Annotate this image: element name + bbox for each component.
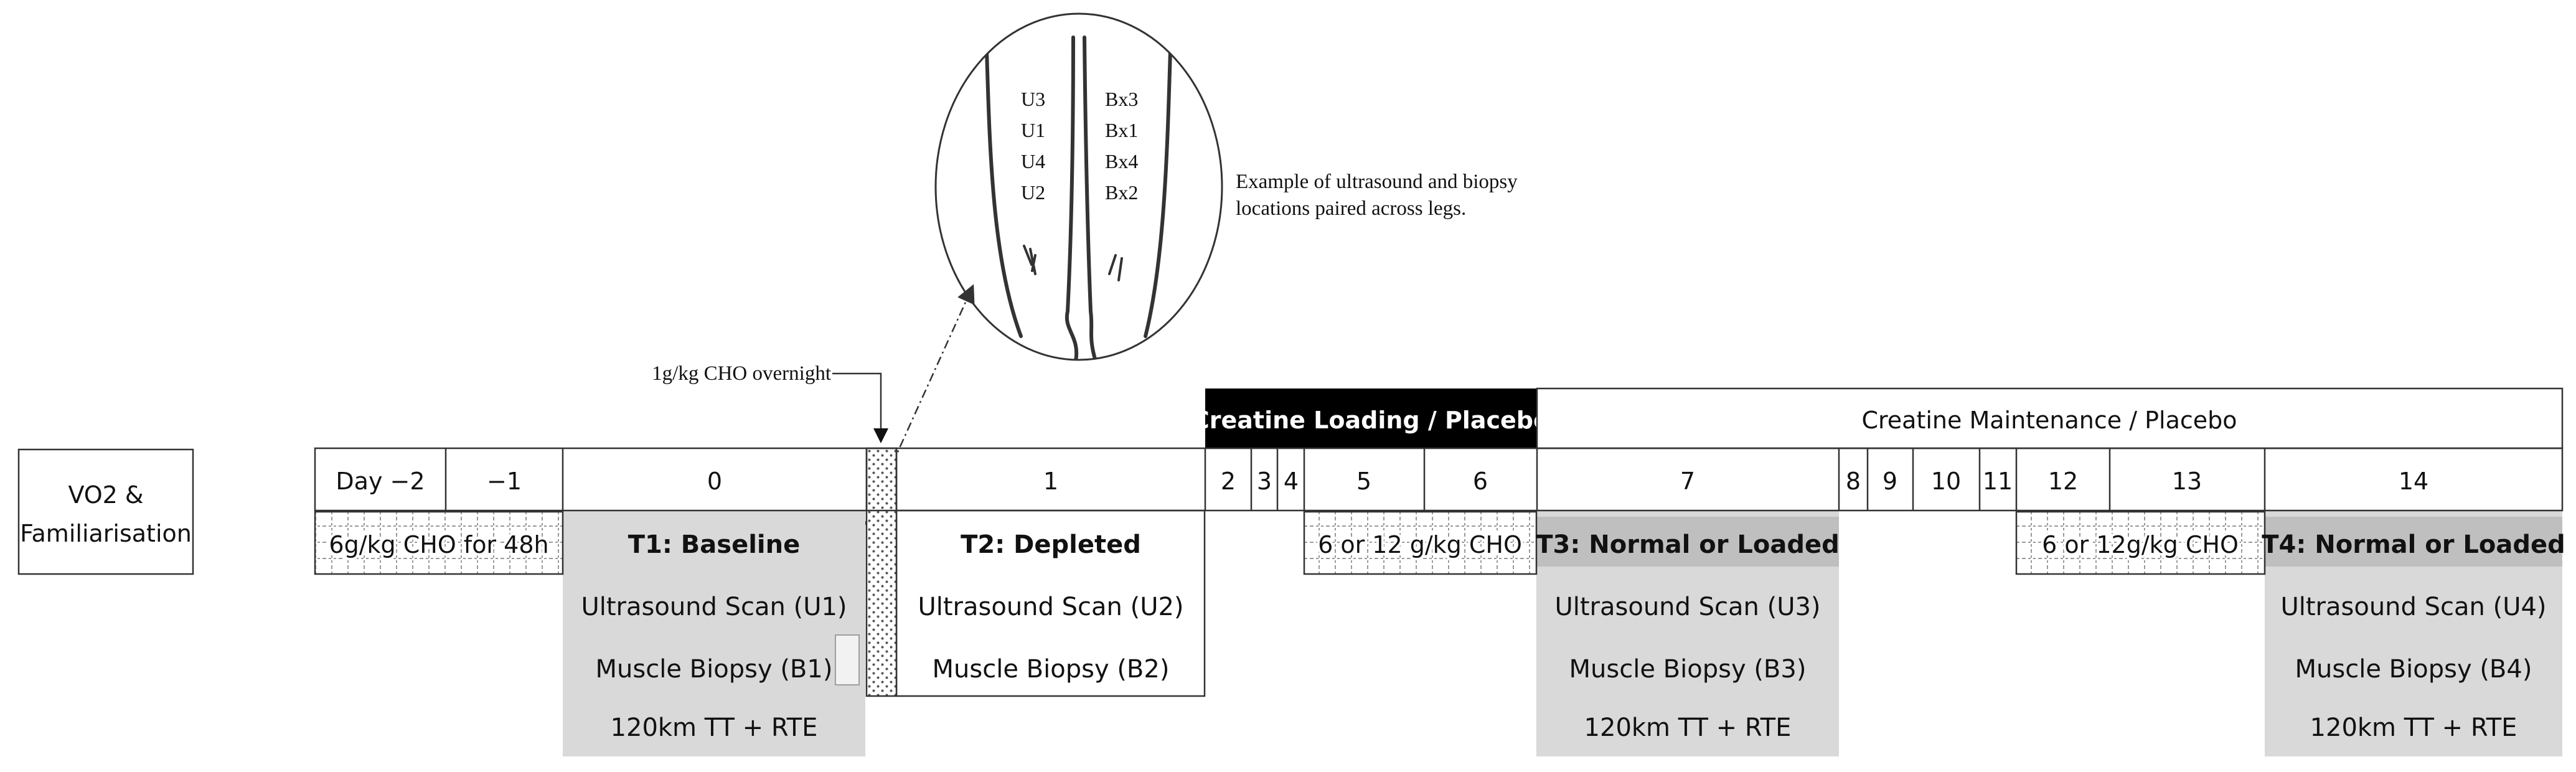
day-label: 0	[707, 468, 722, 495]
trial-1-exercise: 120km TT + RTE	[611, 713, 818, 742]
overnight-arrow	[832, 372, 882, 430]
day-label: 14	[2399, 468, 2428, 495]
trial-3-exercise: 120km TT + RTE	[1584, 713, 1792, 742]
leg-label-right-2: Bx1	[1105, 119, 1138, 141]
overnight-column	[865, 447, 898, 697]
phase-loading-box	[1205, 388, 1537, 448]
trial-3-scan: Ultrasound Scan (U3)	[1554, 593, 1820, 621]
trial-3-title: T3: Normal or Loaded	[1536, 530, 1840, 559]
leg-label-left-3: U4	[1021, 150, 1045, 172]
trial-3-title-shade	[1536, 517, 1839, 567]
day-label: 9	[1883, 468, 1897, 495]
trial-4-exercise: 120km TT + RTE	[2310, 713, 2517, 742]
trial-2-box	[895, 509, 1206, 697]
trial-4-scan: Ultrasound Scan (U4)	[2280, 593, 2546, 621]
locations-note-line2: locations paired across legs.	[1236, 197, 1466, 220]
leg-label-left-1: U3	[1021, 88, 1045, 110]
trial-4-title: T4: Normal or Loaded	[2262, 530, 2565, 559]
locations-note-line1: Example of ultrasound and biopsy	[1236, 171, 1518, 193]
overnight-label: 1g/kg CHO overnight	[652, 362, 831, 385]
leg-label-right-3: Bx4	[1105, 150, 1138, 172]
pre-study-label-line2: Familiarisation	[20, 520, 192, 547]
leg-label-right-4: Bx2	[1105, 181, 1138, 204]
biopsy-figure-icon	[835, 634, 860, 685]
overnight-arrowhead-icon	[873, 428, 888, 443]
day-label: Day −2	[336, 468, 425, 495]
day-row	[314, 447, 2564, 512]
diet-pre-label: 6g/kg CHO for 48h	[329, 531, 548, 558]
trial-3-biopsy: Muscle Biopsy (B3)	[1569, 655, 1807, 684]
leg-label-left-4: U2	[1021, 181, 1045, 204]
pre-study-box: VO2 & Familiarisation	[17, 448, 194, 575]
day-label: −1	[487, 468, 522, 495]
day-label: 12	[2048, 468, 2078, 495]
diet-box-pre: 6g/kg CHO for 48h	[314, 511, 564, 575]
trial-1-biopsy: Muscle Biopsy (B1)	[596, 655, 833, 684]
trial-4-title-shade	[2265, 517, 2562, 567]
day-label: 13	[2172, 468, 2202, 495]
day-label: 4	[1284, 468, 1299, 495]
day-label: 6	[1473, 468, 1488, 495]
trial-1-title: T1: Baseline	[628, 530, 800, 559]
phase-loading-label: Creatine Loading / Placebo	[1192, 407, 1549, 434]
day-label: 10	[1931, 468, 1961, 495]
phase-maintenance-label: Creatine Maintenance / Placebo	[1861, 407, 2237, 434]
diet-maintenance-label: 6 or 12g/kg CHO	[2042, 531, 2239, 558]
leg-label-left-2: U1	[1021, 119, 1045, 141]
leg-label-right-1: Bx3	[1105, 88, 1138, 110]
trial-1-scan: Ultrasound Scan (U1)	[581, 593, 847, 621]
diet-loading-label: 6 or 12 g/kg CHO	[1318, 531, 1522, 558]
legs-outline-icon	[985, 35, 1172, 360]
diet-box-maintenance: 6 or 12g/kg CHO	[2015, 511, 2266, 575]
trial-1-background	[563, 511, 865, 756]
trial-2-biopsy: Muscle Biopsy (B2)	[933, 655, 1170, 684]
day-label: 1	[1043, 468, 1058, 495]
day-label: 2	[1221, 468, 1236, 495]
day-label: 11	[1983, 468, 2013, 495]
day-label: 8	[1846, 468, 1861, 495]
day-label: 3	[1257, 468, 1272, 495]
day-dividers	[444, 448, 2266, 511]
diet-box-loading: 6 or 12 g/kg CHO	[1303, 511, 1538, 575]
pre-study-label-line1: VO2 &	[68, 481, 143, 509]
trial-2-title: T2: Depleted	[961, 530, 1141, 559]
leg-illustration-inset: U3 U1 U4 U2 Bx3 Bx1 Bx4 Bx2	[934, 12, 1223, 361]
trial-4-biopsy: Muscle Biopsy (B4)	[2295, 655, 2532, 684]
day-label: 5	[1356, 468, 1371, 495]
trial-2-scan: Ultrasound Scan (U2)	[918, 593, 1183, 621]
day-label: 7	[1680, 468, 1695, 495]
phase-maintenance-box	[1536, 387, 2564, 450]
